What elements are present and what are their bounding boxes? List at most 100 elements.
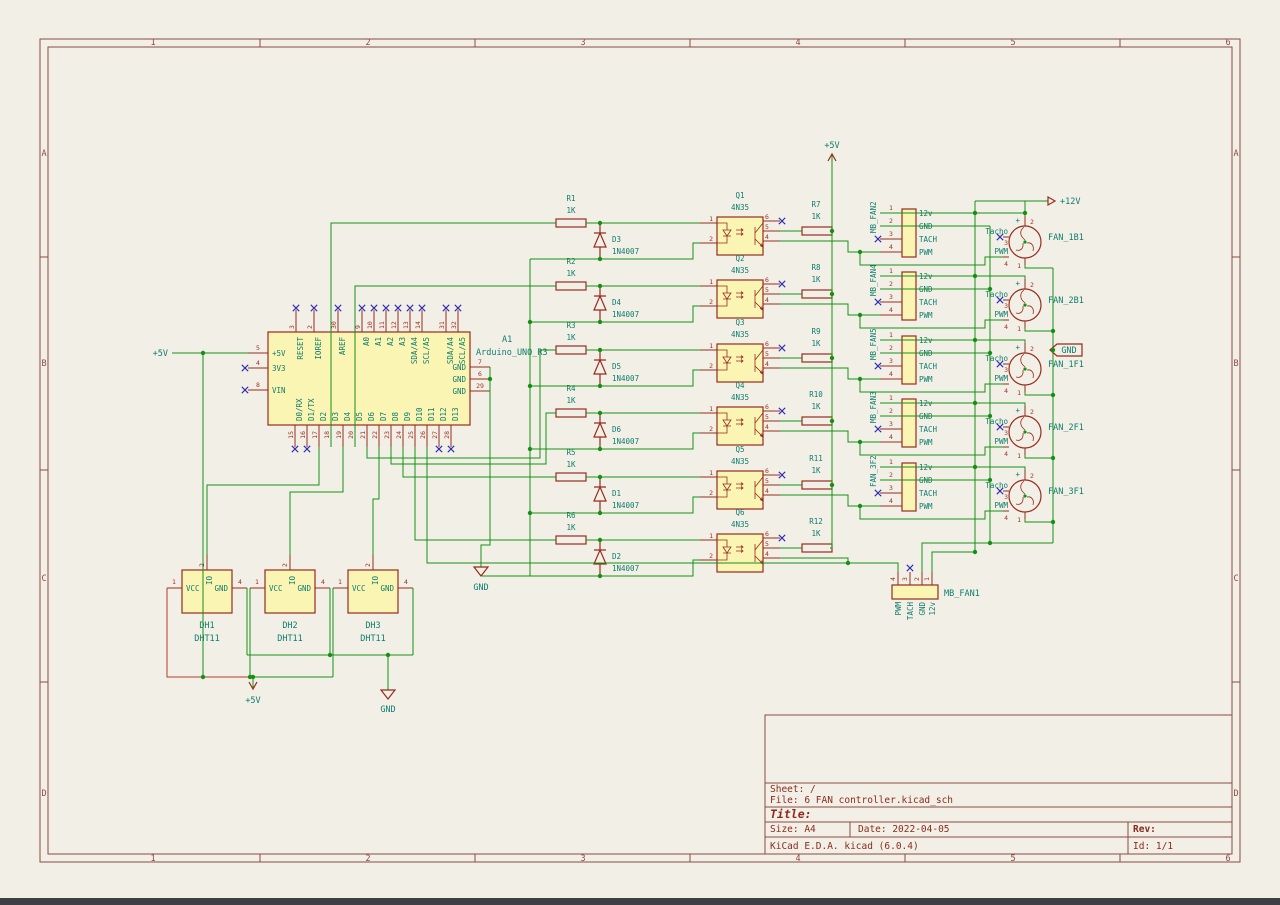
pin-name: D6 bbox=[367, 411, 376, 421]
pin-name: D10 bbox=[415, 407, 424, 421]
pin-name: TACH bbox=[906, 602, 915, 621]
pin-number: 17 bbox=[311, 431, 319, 439]
gnd-symbol bbox=[473, 566, 489, 577]
opto-value: 4N35 bbox=[731, 393, 749, 402]
resistor-value: 1K bbox=[566, 333, 576, 342]
resistor-value: 1K bbox=[811, 212, 821, 221]
diode-value: 1N4007 bbox=[612, 564, 639, 573]
pin-name: GND bbox=[452, 375, 466, 384]
pin-name: A3 bbox=[398, 337, 407, 346]
pin-name: D0/RX bbox=[295, 398, 304, 421]
title-block-size: Size: A4 bbox=[770, 824, 816, 835]
pin-number: 26 bbox=[419, 431, 427, 439]
gnd-label: GND bbox=[380, 705, 395, 715]
frame-row: B bbox=[1233, 359, 1238, 369]
p5v-label: +5V bbox=[153, 349, 168, 359]
pin-number: 3 bbox=[288, 325, 296, 329]
diode-ref: D1 bbox=[612, 489, 621, 498]
pin-name: D13 bbox=[451, 407, 460, 421]
net-labels: +5V +5V +5V +12V GND GND GND bbox=[153, 141, 1081, 715]
opto-value: 4N35 bbox=[731, 520, 749, 529]
frame-col: 4 bbox=[795, 854, 800, 864]
pin-number: 30 bbox=[330, 321, 338, 329]
pin-name: A2 bbox=[386, 337, 395, 346]
pin-number: 21 bbox=[359, 431, 367, 439]
dht11-sensors[interactable]: DH1 DHT11 DH2 DHT11 DH3 DHT11 bbox=[166, 554, 414, 644]
resistor-value: 1K bbox=[811, 466, 821, 475]
opto-ref: Q2 bbox=[735, 254, 744, 263]
dht-ref: DH3 bbox=[365, 621, 380, 631]
pin-name: GND bbox=[918, 602, 927, 616]
pin-number: 11 bbox=[378, 321, 386, 329]
p5v-label: +5V bbox=[245, 696, 260, 706]
pin-number: 2 bbox=[913, 577, 921, 581]
pin-name: SDA/A4 bbox=[446, 337, 455, 365]
diode-ref: D3 bbox=[612, 235, 621, 244]
pin-name: SCL/A5 bbox=[458, 337, 467, 364]
mb-fan1-header[interactable]: 4 3 2 1 PWM TACH GND 12v MB_FAN1 bbox=[889, 564, 980, 621]
diode-ref: D5 bbox=[612, 362, 621, 371]
pin-number: 18 bbox=[323, 431, 331, 439]
pin-number: 12 bbox=[390, 321, 398, 329]
pin-name: GND bbox=[452, 387, 466, 396]
resistor-ref: R7 bbox=[811, 200, 820, 209]
pin-number: 7 bbox=[478, 358, 482, 366]
diode-ref: D2 bbox=[612, 552, 621, 561]
pin-number: 22 bbox=[371, 431, 379, 439]
pin-number: 9 bbox=[354, 325, 362, 329]
gnd-label: GND bbox=[473, 583, 488, 593]
pin-name: A1 bbox=[374, 337, 383, 346]
connector-ref: FAN_3F2 bbox=[869, 455, 878, 487]
resistor-ref: R4 bbox=[566, 384, 576, 393]
junction-dots bbox=[200, 210, 1056, 680]
connector-ref: MB_FAN4 bbox=[869, 264, 878, 296]
opto-value: 4N35 bbox=[731, 266, 749, 275]
diode-value: 1N4007 bbox=[612, 310, 639, 319]
pin-number: 4 bbox=[256, 359, 260, 367]
fan-ref: FAN_3F1 bbox=[1048, 487, 1084, 497]
pin-name: AREF bbox=[338, 337, 347, 356]
pin-name: D7 bbox=[379, 412, 388, 421]
resistor-ref: R6 bbox=[566, 511, 576, 520]
pin-name: D12 bbox=[439, 407, 448, 421]
pin-name: D1/TX bbox=[307, 398, 316, 421]
dht-value: DHT11 bbox=[360, 634, 386, 644]
resistor-ref: R5 bbox=[566, 448, 575, 457]
pin-number: 29 bbox=[476, 382, 484, 390]
frame-col: 3 bbox=[580, 38, 585, 48]
pin-number: 24 bbox=[395, 431, 403, 439]
connector-ref: MB_FAN3 bbox=[869, 391, 878, 423]
gnd-symbol bbox=[380, 689, 396, 700]
p5v-label: +5V bbox=[824, 141, 839, 151]
resistor-value: 1K bbox=[811, 402, 821, 411]
opto-ref: Q1 bbox=[735, 191, 744, 200]
pin-name: D9 bbox=[403, 412, 412, 421]
pin-number: 6 bbox=[478, 370, 482, 378]
pin-number: 13 bbox=[402, 321, 410, 329]
pin-number: 15 bbox=[287, 431, 295, 439]
pin-name: A0 bbox=[362, 337, 371, 347]
connector-ref: MB_FAN5 bbox=[869, 328, 878, 360]
arduino-symbol[interactable]: A1 Arduino_UNO_R3 3 2 30 9 10 11 12 13 1… bbox=[241, 304, 548, 453]
pin-number: 27 bbox=[431, 431, 439, 439]
resistor-ref: R10 bbox=[809, 390, 823, 399]
frame-col: 1 bbox=[150, 854, 155, 864]
frame-col: 3 bbox=[580, 854, 585, 864]
title-block-sheet: Sheet: / bbox=[770, 784, 816, 795]
p12v-label: +12V bbox=[1060, 197, 1080, 207]
gnd-global-label: GND bbox=[1061, 346, 1076, 356]
pin-name: D3 bbox=[331, 412, 340, 421]
fan-ref: FAN_2B1 bbox=[1048, 296, 1084, 306]
title-block-date: Date: 2022-04-05 bbox=[858, 824, 950, 835]
frame-col: 6 bbox=[1225, 38, 1230, 48]
arduino-ref: A1 bbox=[502, 335, 512, 345]
pin-number: 16 bbox=[299, 431, 307, 439]
opto-value: 4N35 bbox=[731, 203, 749, 212]
frame-row: D bbox=[1233, 789, 1238, 799]
driver-channels[interactable]: R1 1K D3 1N4007 Q1 4N35 R7 1K R2 1K D4 1… bbox=[555, 191, 833, 577]
fan-headers-and-fans[interactable]: MB_FAN2 MB_FAN4 MB_FAN5 MB_FAN3 FAN_3F2 … bbox=[869, 201, 1084, 524]
connector-ref: MB_FAN2 bbox=[869, 201, 878, 233]
opto-ref: Q4 bbox=[735, 381, 745, 390]
